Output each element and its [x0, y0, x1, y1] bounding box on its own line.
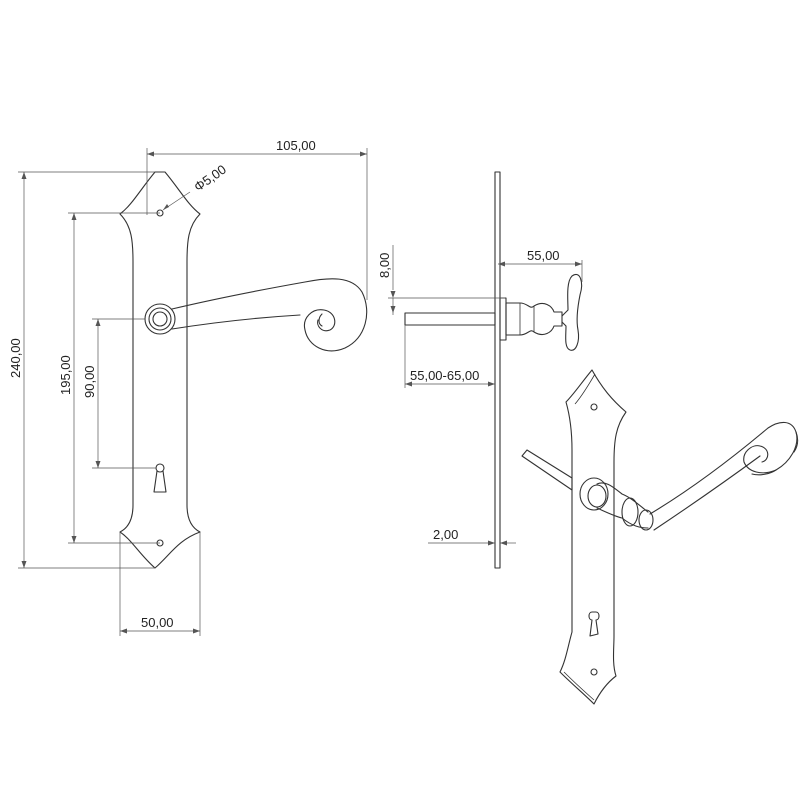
front-view: [119, 171, 368, 569]
dim-plate-thickness: 2,00: [433, 527, 458, 542]
iso-rose-outer: [579, 477, 609, 511]
front-dimensions: 105,00 Φ5,00 240,00 195,00 90,00 50,00: [8, 138, 368, 636]
side-rose: [499, 297, 507, 341]
iso-keyhole: [588, 611, 600, 637]
side-view: [404, 171, 583, 569]
dim-handle-keyhole: 90,00: [82, 365, 97, 398]
lever-handle: [171, 278, 368, 352]
spindle: [404, 312, 496, 326]
rose-inner: [152, 311, 168, 327]
dim-plate-width: 50,00: [141, 615, 174, 630]
dim-width-total: 105,00: [276, 138, 316, 153]
side-plate-edge: [494, 171, 501, 569]
side-neck: [505, 302, 563, 336]
dim-screw-spacing: 195,00: [58, 355, 73, 395]
dim-hole-diameter: Φ5,00: [191, 162, 229, 195]
back-plate-outline: [119, 171, 201, 569]
dim-rose-offset: 8,00: [377, 253, 392, 278]
iso-lever: [649, 421, 798, 531]
dim-spindle-length: 55,00-65,00: [410, 368, 479, 383]
iso-top-hole: [590, 403, 598, 411]
isometric-view: [521, 369, 799, 705]
iso-bottom-hole: [590, 668, 598, 676]
iso-spindle: [521, 449, 573, 491]
side-handle-end: [561, 274, 583, 351]
rose-mid: [148, 307, 172, 331]
side-dimensions: 8,00 55,00 55,00-65,00 2,00: [377, 245, 583, 546]
dim-height-total: 240,00: [8, 338, 23, 378]
iso-plate-outline: [559, 369, 627, 705]
dim-handle-projection: 55,00: [527, 248, 560, 263]
